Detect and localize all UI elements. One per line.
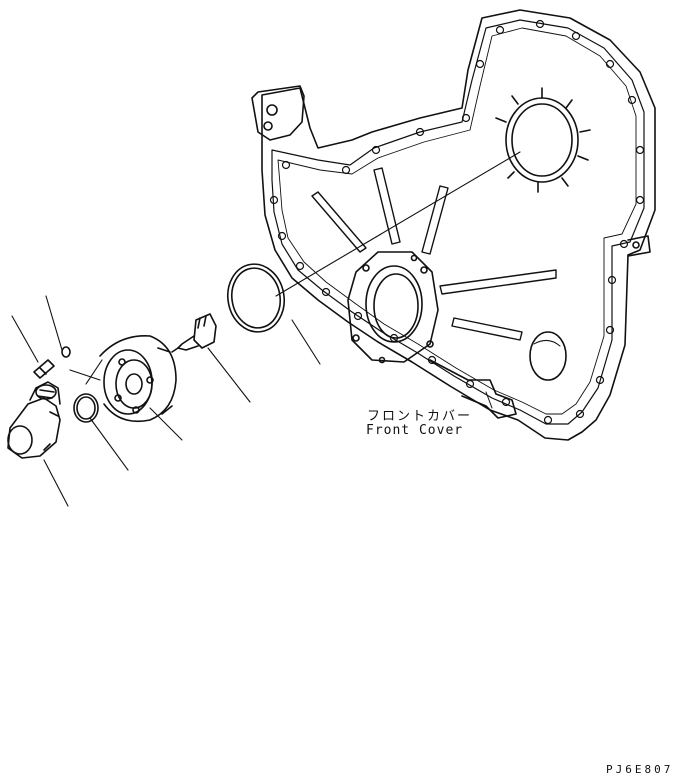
upper-seal-opening [495,87,591,193]
leader-lines [11,151,521,507]
washer [61,346,71,358]
front-cover-outline [261,9,656,441]
central-bore-boss [347,251,439,364]
adapter-housing [7,381,61,459]
large-o-ring [227,263,285,333]
sensor-plug [171,313,217,353]
front-cover-label-en: Front Cover [366,423,464,438]
pulley [99,335,177,423]
gasket-groove [271,19,645,425]
cover-ribs [311,167,557,341]
front-cover [251,9,656,441]
small-o-ring [73,393,99,423]
bolt [33,359,55,379]
bolt-holes [269,19,645,425]
mounting-bracket [251,85,305,141]
lower-boss [529,331,567,381]
drawing-code: PJ6E807 [606,763,674,776]
lower-flange [429,359,517,419]
front-cover-label-jp: フロントカバー [367,409,473,424]
